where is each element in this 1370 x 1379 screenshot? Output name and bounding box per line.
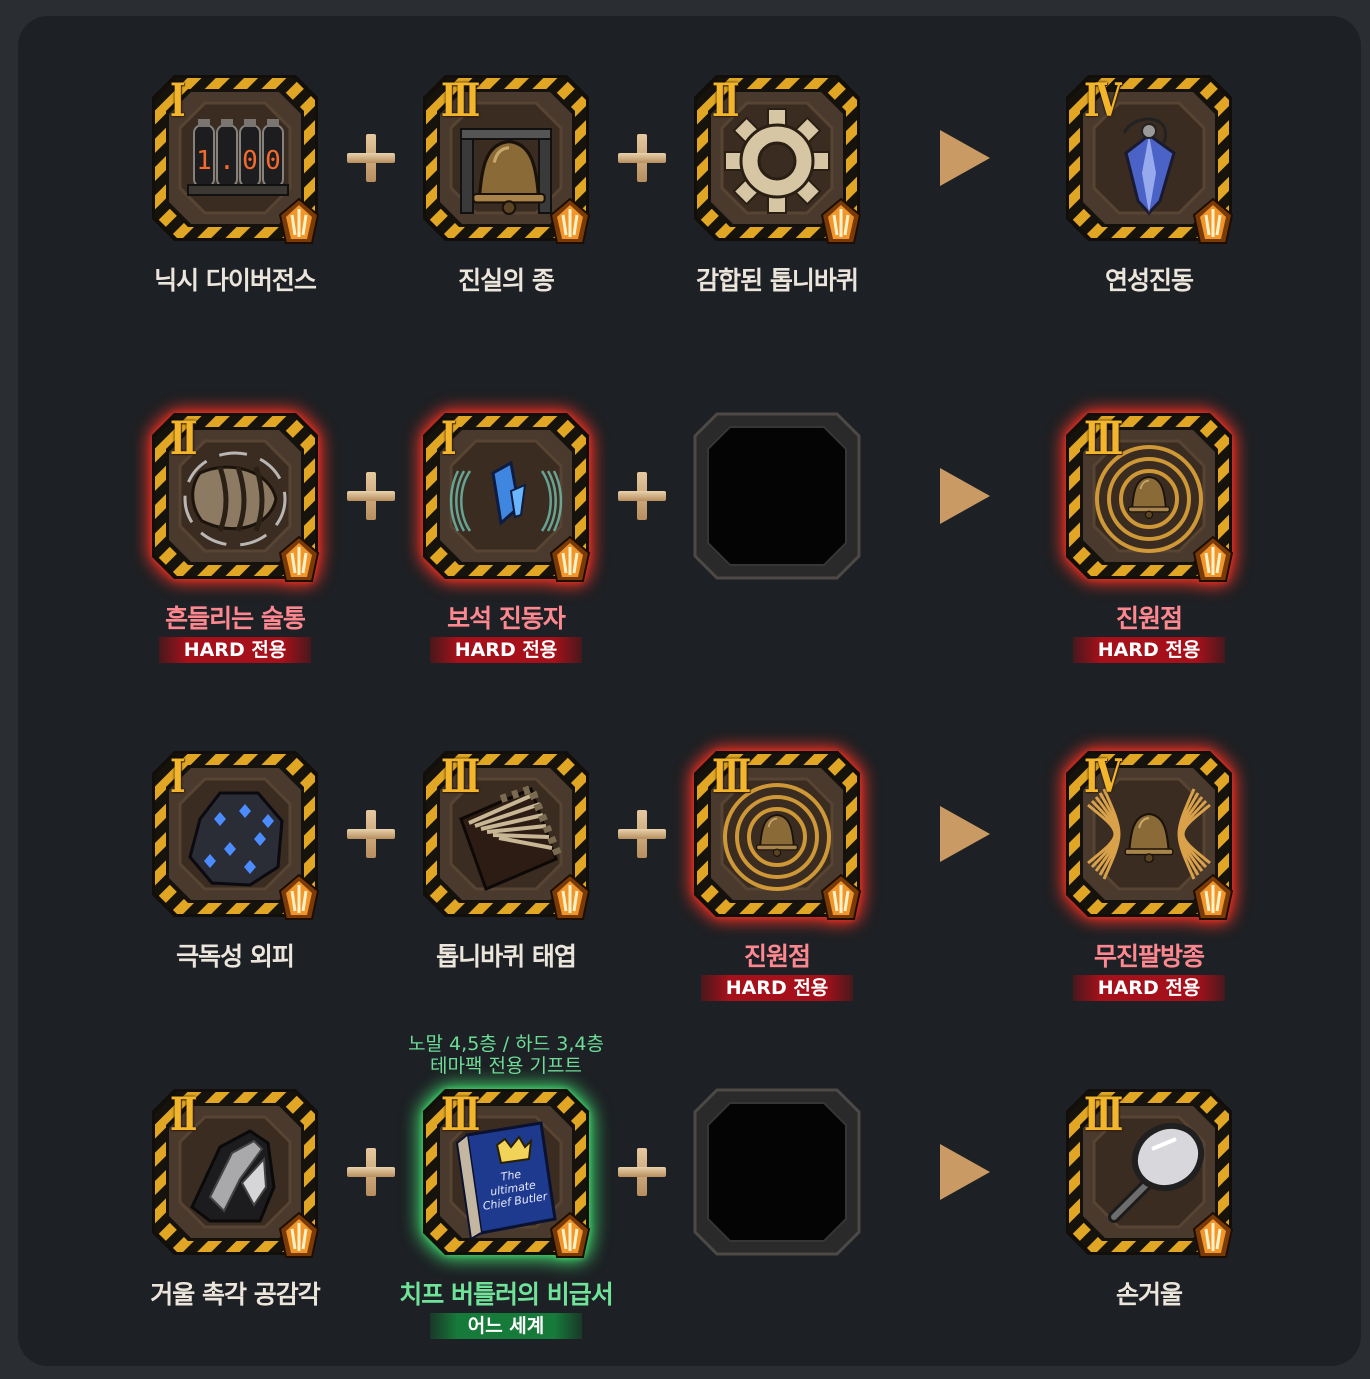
result-slot[interactable]: III [1064,1087,1234,1258]
ingredient-slot[interactable]: I [150,749,320,920]
tier-numeral: III [441,749,480,803]
empty-slot[interactable] [692,411,862,581]
plus-icon [347,472,395,520]
ingredient-slot[interactable]: II [150,1087,320,1258]
toxic-rock-icon [188,791,284,887]
arrow-right-icon [940,468,990,524]
bell-icon [460,128,552,215]
world-tag: 어느 세계 [430,1313,582,1339]
item-name: 진원점 [743,942,811,971]
result-slot[interactable]: IV [1064,73,1234,244]
attribute-badge-icon [1192,1211,1234,1258]
attribute-badge-icon [549,1211,591,1258]
ringing-bell-icon [1095,445,1203,553]
item-name: 치프 버틀러의 비급서 [399,1280,613,1309]
hard-only-tag: HARD 전용 [430,637,582,663]
tier-numeral: II [170,1087,197,1141]
plus-icon [618,1148,666,1196]
attribute-badge-icon [549,197,591,244]
attribute-badge-icon [278,1211,320,1258]
tier-numeral: II [170,411,197,465]
attribute-badge-icon [1192,197,1234,244]
arrow-right-icon [940,130,990,186]
resonant-bell-icon [1087,788,1211,880]
crystal-icon [449,460,563,532]
empty-slot[interactable] [692,1087,862,1257]
ingredient-slot[interactable]: I [421,411,591,582]
item-name: 흔들리는 술통 [165,604,306,633]
tier-numeral: IV [1084,73,1122,127]
item-name: 보석 진동자 [447,604,566,633]
tier-numeral: I [441,411,456,465]
item-name: 진원점 [1115,604,1183,633]
tier-numeral: III [441,73,480,127]
svg-text:0: 0 [242,146,258,176]
attribute-badge-icon [278,197,320,244]
item-name: 닉시 다이버전스 [154,266,317,295]
hard-only-tag: HARD 전용 [1073,975,1225,1001]
attribute-badge-icon [278,873,320,920]
item-name: 무진팔방종 [1093,942,1205,971]
tier-numeral: III [712,749,751,803]
item-name: 진실의 종 [458,266,555,295]
plus-icon [347,1148,395,1196]
item-name: 거울 촉각 공감각 [150,1280,320,1309]
gear-icon [724,108,830,214]
tier-numeral: IV [1084,749,1122,803]
book-icon [455,1121,557,1241]
attribute-badge-icon [1192,535,1234,582]
ingredient-slot[interactable]: III [421,73,591,244]
ingredient-slot[interactable]: II [150,411,320,582]
tier-numeral: I [170,73,185,127]
attribute-badge-icon [549,535,591,582]
spring-gear-icon [459,784,563,892]
plus-icon [618,472,666,520]
arrow-right-icon [940,1144,990,1200]
note-line: 노말 4,5층 / 하드 3,4층 [408,1033,604,1055]
plus-icon [347,134,395,182]
note-line: 테마팩 전용 기프트 [430,1055,582,1077]
hard-only-tag: HARD 전용 [1073,637,1225,663]
item-name: 감합된 톱니바퀴 [696,266,859,295]
plus-icon [347,810,395,858]
attribute-badge-icon [549,873,591,920]
ringing-bell-icon [723,783,831,891]
tier-numeral: I [170,749,185,803]
svg-text:0: 0 [265,146,281,176]
ingredient-slot[interactable]: II [692,73,862,244]
item-name: 톱니바퀴 태엽 [436,942,577,971]
attribute-badge-icon [278,535,320,582]
ingredient-slot[interactable]: III [421,749,591,920]
attribute-badge-icon [1192,873,1234,920]
svg-text:.: . [219,146,235,176]
item-name: 손거울 [1115,1280,1183,1309]
arrow-right-icon [940,806,990,862]
hand-mirror-icon [1108,1122,1205,1223]
hard-only-tag: HARD 전용 [701,975,853,1001]
tier-numeral: III [441,1087,480,1141]
barrel-icon [183,451,287,547]
item-name: 극독성 외피 [176,942,295,971]
attribute-badge-icon [820,873,862,920]
tier-numeral: III [1084,411,1123,465]
item-name: 연성진동 [1104,266,1194,295]
pendant-icon [1122,117,1176,216]
mirror-shard-icon [190,1129,276,1223]
tier-numeral: II [712,73,739,127]
hard-only-tag: HARD 전용 [159,637,311,663]
ingredient-slot[interactable]: III [692,749,862,920]
plus-icon [618,810,666,858]
plus-icon [618,134,666,182]
svg-text:1: 1 [196,146,212,176]
attribute-badge-icon [820,197,862,244]
result-slot[interactable]: IV [1064,749,1234,920]
tier-numeral: III [1084,1087,1123,1141]
result-slot[interactable]: III [1064,411,1234,582]
